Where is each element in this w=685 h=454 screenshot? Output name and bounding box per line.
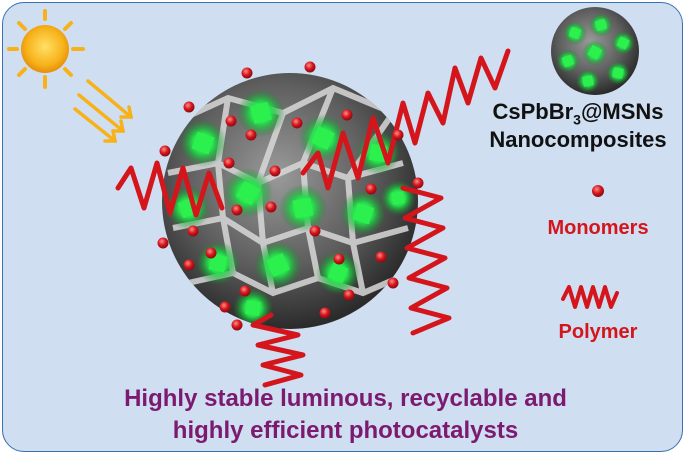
monomer-dot [319, 307, 331, 319]
monomer-dot [412, 177, 424, 189]
composite-type-label: Nanocomposites [489, 127, 667, 152]
legend-monomer-icon [592, 185, 604, 197]
polymer-chain [400, 185, 452, 336]
quantum-dot [237, 89, 285, 137]
quantum-dot [316, 251, 360, 295]
monomer-dot [239, 285, 251, 297]
monomer-dot [245, 129, 257, 141]
monomers-label: Monomers [547, 217, 649, 239]
monomer-dot [341, 109, 353, 121]
composite-name: CsPbBr3@MSNs [492, 99, 664, 128]
polymer-chains [115, 48, 511, 388]
monomer-dot [309, 225, 321, 237]
caption-line-2: highly efficient photocatalysts [172, 417, 519, 444]
light-ray-arrows [73, 79, 134, 143]
nanocomposite-icon [551, 7, 639, 95]
sun-icon [7, 9, 85, 89]
monomer-dot [265, 201, 277, 213]
monomer-dot [157, 237, 169, 249]
polymer-chain [300, 48, 511, 191]
scene-illustration [7, 7, 639, 388]
quantum-dot [254, 241, 302, 289]
nanoparticle-sphere [162, 73, 418, 329]
monomer-dot [343, 289, 355, 301]
monomer-dot [333, 253, 345, 265]
monomer-dot [219, 301, 231, 313]
monomer-dot [183, 259, 195, 271]
monomer-dot [223, 157, 235, 169]
quantum-dot [279, 184, 327, 232]
polymer-label: Polymer [558, 321, 638, 343]
monomer-dot [241, 67, 253, 79]
monomer-dot [291, 117, 303, 129]
caption-line-1: Highly stable luminous, recyclable and [124, 385, 567, 412]
monomer-dot [231, 319, 243, 331]
monomer-dot [365, 183, 377, 195]
polymer-chain [250, 312, 306, 388]
monomer-dot [375, 251, 387, 263]
quantum-dot [340, 190, 386, 236]
polymer-chain [115, 160, 225, 218]
monomer-dots [157, 61, 424, 331]
monomer-dot [205, 247, 217, 259]
quantum-dot [196, 241, 240, 285]
monomer-dot [159, 145, 171, 157]
quantum-dot [380, 180, 416, 216]
quantum-dot [179, 119, 227, 167]
monomer-dot [187, 225, 199, 237]
monomer-dot [269, 165, 281, 177]
monomer-dot [387, 277, 399, 289]
monomer-dot [392, 129, 404, 141]
monomer-dot [304, 61, 316, 73]
quantum-dot [223, 168, 273, 218]
monomer-dot [225, 115, 237, 127]
legend-polymer-icon [561, 285, 619, 309]
monomer-dot [231, 204, 243, 216]
quantum-dot [299, 114, 347, 162]
monomer-dot [183, 101, 195, 113]
